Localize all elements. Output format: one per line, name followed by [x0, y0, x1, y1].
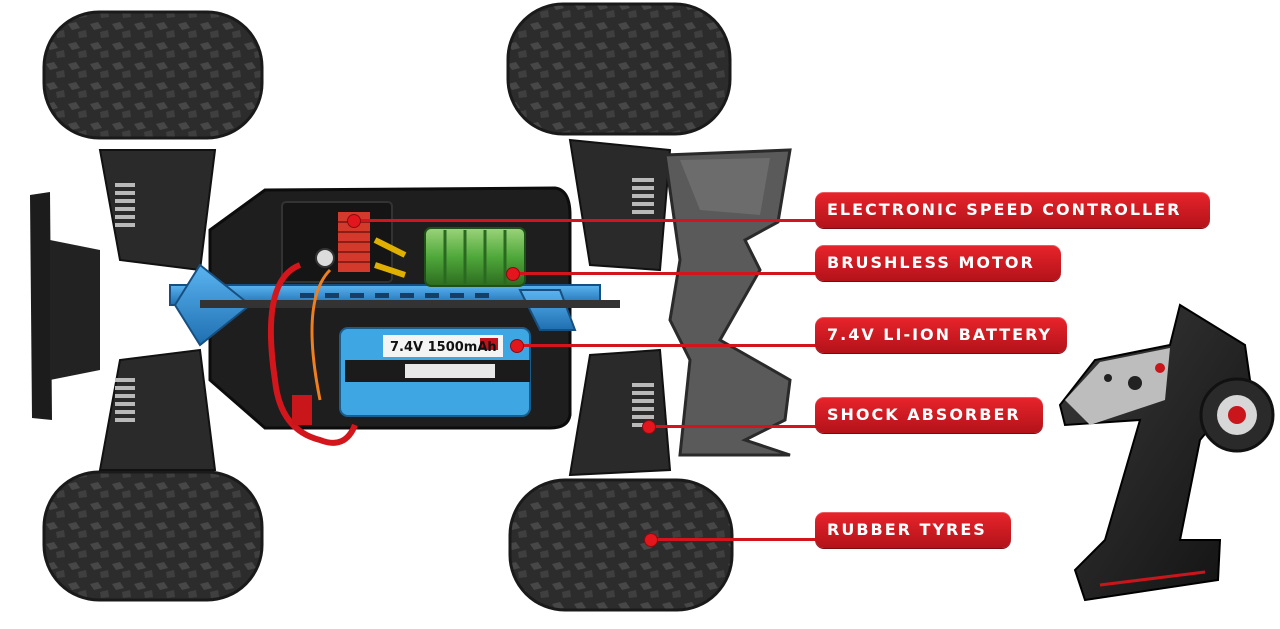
callout-brushless-motor: BRUSHLESS MOTOR [815, 245, 1061, 281]
transmitter-remote [1058, 303, 1275, 602]
shock-leader-line [648, 425, 817, 428]
callout-shock-absorber: SHOCK ABSORBER [815, 397, 1043, 433]
motor-leader-line [512, 272, 817, 275]
battery-marker-dot [510, 339, 524, 353]
rear-right-tyre [508, 478, 734, 612]
front-bumper [30, 192, 52, 420]
tyres-leader-line [650, 538, 817, 541]
rear-left-tyre [506, 2, 732, 136]
motor-marker-dot [506, 267, 520, 281]
callout-li-ion-battery: 7.4V LI-ION BATTERY [815, 317, 1067, 353]
front-left-tyre [42, 10, 264, 140]
callout-electronic-speed-controller: ELECTRONIC SPEED CONTROLLER [815, 192, 1210, 228]
battery-label-main: 7.4V 1500mAh [390, 340, 497, 355]
esc-leader-line [352, 219, 817, 222]
shock-springs [115, 178, 654, 427]
esc-unit [281, 201, 407, 283]
battery-pack [339, 327, 531, 417]
battery-leader-line [516, 344, 817, 347]
esc-marker-dot [347, 214, 361, 228]
rear-wing [663, 148, 792, 457]
brushless-motor [424, 227, 526, 287]
front-right-tyre [42, 470, 264, 602]
callout-rubber-tyres: RUBBER TYRES [815, 512, 1011, 548]
tyres-marker-dot [644, 533, 658, 547]
shock-marker-dot [642, 420, 656, 434]
